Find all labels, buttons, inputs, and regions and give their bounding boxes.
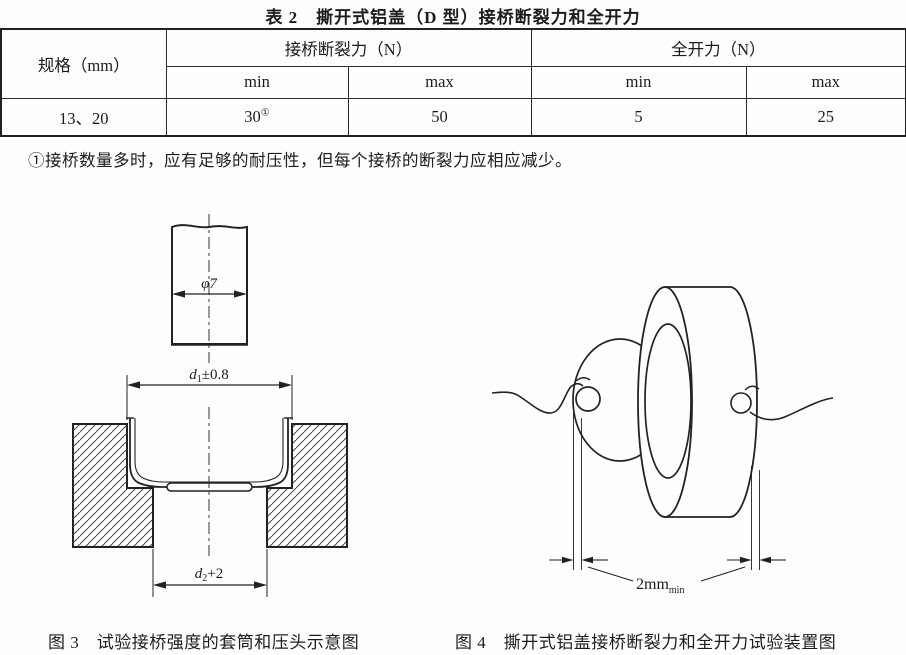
- sub-header-min: min: [165, 66, 349, 99]
- ball-hole: [575, 386, 601, 412]
- sub-header-max: max: [745, 66, 906, 99]
- phi7-label: φ7: [201, 276, 218, 292]
- table-footnote: ①接桥数量多时，应有足够的耐压性，但每个接桥的断裂力应相应减少。: [28, 151, 572, 170]
- dimension-phi7: φ7: [172, 276, 247, 298]
- table-row: min max min max: [1, 66, 906, 99]
- col-header-spec: 规格（mm）: [0, 28, 167, 99]
- table-title: 表 2 撕开式铝盖（D 型）接桥断裂力和全开力: [265, 8, 641, 27]
- sub-header-min: min: [530, 66, 747, 99]
- col-header-full-open-force: 全开力（N）: [530, 28, 906, 68]
- left-wire-hook: [575, 377, 591, 382]
- press-head-shape: [171, 224, 248, 346]
- spec-table: 规格（mm） 接桥断裂力（N） 全开力（N） min max min max 1…: [0, 28, 906, 137]
- cell-spec: 13、20: [0, 97, 167, 137]
- cell-bridge-max: 50: [347, 97, 532, 137]
- col-header-bridge-force: 接桥断裂力（N）: [165, 28, 532, 68]
- sub-header-max: max: [347, 66, 532, 99]
- ring-inner-hole: [644, 323, 692, 479]
- 2mm-min-label: 2mmmin: [636, 576, 684, 596]
- dimension-d2: d2+2: [152, 549, 268, 597]
- cell-open-max: 25: [745, 97, 906, 137]
- cell-open-min: 5: [530, 97, 747, 137]
- figure3-caption: 图 3 试验接桥强度的套筒和压头示意图: [48, 633, 360, 652]
- right-wire-hook: [744, 385, 760, 391]
- dimension-2mm: 2mmmin: [549, 413, 786, 596]
- sleeve-section: [72, 423, 348, 548]
- d1-label: d1±0.8: [189, 367, 228, 385]
- figure3-drawing: φ7 d1±0.8: [72, 214, 348, 597]
- figure4-drawing: 2mmmin: [491, 286, 834, 596]
- ring-rim-hole: [730, 392, 752, 414]
- bridge-min-value: 30: [244, 106, 261, 126]
- aluminium-cap: [126, 417, 293, 492]
- table-row: 规格（mm） 接桥断裂力（N） 全开力（N）: [0, 28, 906, 99]
- figure4-caption: 图 4 撕开式铝盖接桥断裂力和全开力试验装置图: [455, 633, 837, 652]
- left-wire: [491, 383, 584, 414]
- right-wire: [749, 397, 834, 421]
- cell-bridge-min: 30①: [165, 97, 349, 137]
- table-row: 13、20 30① 50 5 25: [0, 97, 906, 137]
- d2-label: d2+2: [195, 566, 223, 584]
- dimension-d1: d1±0.8: [126, 367, 293, 420]
- footnote-marker: ①: [260, 107, 270, 119]
